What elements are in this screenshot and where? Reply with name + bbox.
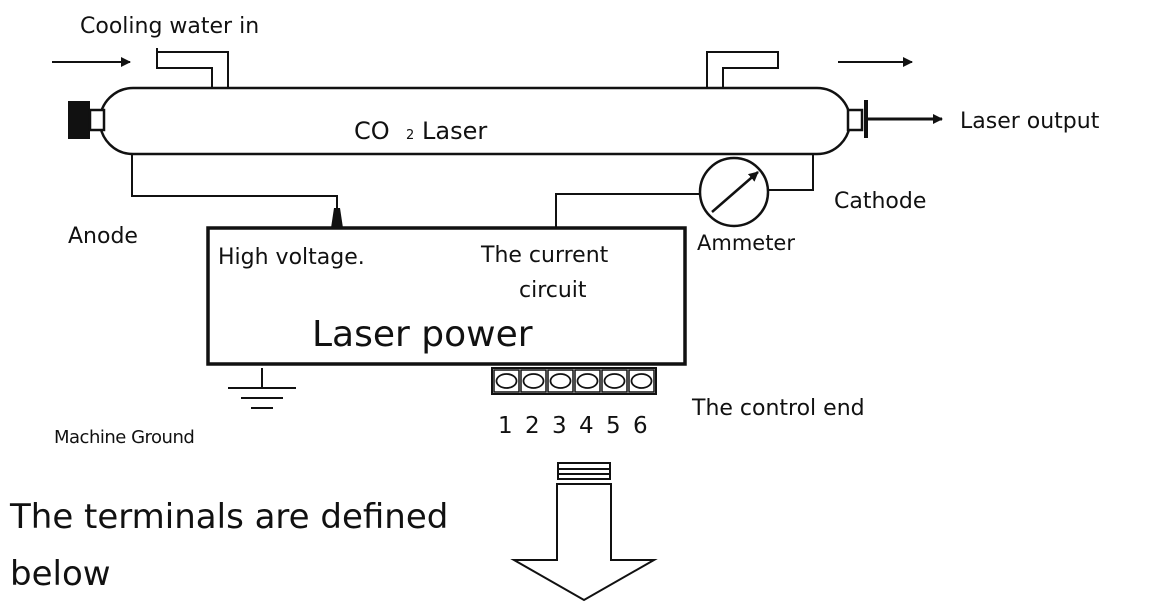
left-mirror-mount	[88, 108, 106, 132]
terminals-caption-line-2: below	[10, 554, 111, 594]
terminal-screw-2	[520, 369, 547, 393]
terminal-number-3: 3	[552, 413, 567, 439]
terminal-number-5: 5	[606, 413, 621, 439]
cathode-wire	[555, 154, 814, 228]
down-arrow-icon	[510, 483, 658, 602]
terminal-screw-4	[574, 369, 601, 393]
laser-power-label: Laser power	[312, 314, 533, 355]
anode-wire	[131, 154, 338, 208]
high-voltage-terminal	[331, 208, 343, 228]
current-circuit-label-2: circuit	[519, 278, 587, 303]
co2-subscript: 2	[406, 128, 414, 143]
terminal-screw-5	[601, 369, 628, 393]
terminal-number-1: 1	[498, 413, 513, 439]
current-circuit-label-1: The current	[480, 243, 609, 268]
co2-label: CO	[354, 117, 390, 145]
right-mirror-mount	[846, 108, 864, 132]
terminals-caption-line-1: The terminals are defined	[9, 497, 448, 537]
left-end-cap	[68, 101, 90, 139]
control-end-label: The control end	[691, 396, 865, 421]
connector-plug	[557, 462, 611, 480]
machine-ground-label: Machine Ground	[54, 427, 194, 448]
ammeter-label: Ammeter	[697, 231, 795, 255]
ammeter-needle	[711, 171, 759, 213]
ground-icon	[228, 368, 296, 409]
laser-label: Laser	[422, 117, 487, 145]
terminal-screw-3	[547, 369, 574, 393]
laser-output-label: Laser output	[960, 109, 1100, 134]
laser-power-supply	[206, 226, 687, 366]
terminal-number-6: 6	[633, 413, 648, 439]
terminal-number-2: 2	[525, 413, 540, 439]
high-voltage-label: High voltage.	[218, 245, 365, 270]
cathode-label: Cathode	[834, 189, 926, 214]
control-terminal-block	[491, 367, 657, 395]
water-inlet-pipe	[156, 48, 229, 88]
anode-label: Anode	[68, 224, 138, 249]
water-outlet-pipe	[706, 51, 779, 88]
terminal-screw-1	[493, 369, 520, 393]
cooling-water-in-label: Cooling water in	[80, 14, 259, 39]
terminal-screw-6	[628, 369, 655, 393]
terminal-number-4: 4	[579, 413, 594, 439]
